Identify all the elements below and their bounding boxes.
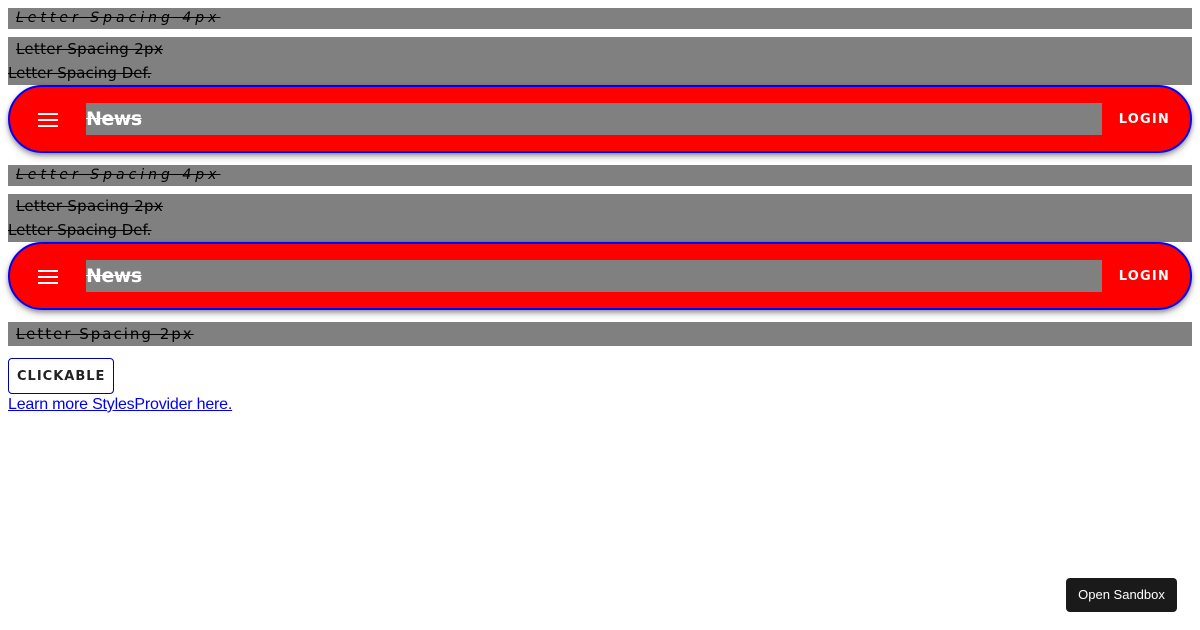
clickable-button[interactable]: CLICKABLE [8, 358, 115, 394]
letter-spacing-2px-row: Letter Spacing 2px [8, 194, 1192, 218]
menu-button[interactable] [30, 262, 66, 292]
letter-spacing-def-text: Letter Spacing Def. [8, 221, 152, 239]
spacer [8, 310, 1192, 322]
menu-icon [38, 270, 58, 284]
demo-container: Letter Spacing 4px Letter Spacing 2px Le… [8, 8, 1192, 415]
letter-spacing-2px-row: Letter Spacing 2px [8, 37, 1192, 61]
spacer [8, 153, 1192, 165]
letter-spacing-4px-text: Letter Spacing 4px [16, 167, 221, 183]
open-sandbox-button[interactable]: Open Sandbox [1066, 578, 1177, 612]
app-bar: News LOGIN [8, 85, 1192, 153]
letter-spacing-4px-text: Letter Spacing 4px [16, 10, 221, 26]
letter-spacing-4px-row: Letter Spacing 4px [8, 8, 1192, 29]
app-bar-title: News [86, 103, 1102, 135]
menu-icon [38, 113, 58, 127]
login-button[interactable]: LOGIN [1118, 269, 1170, 284]
learn-more-link[interactable]: Learn more StylesProvider here. [8, 396, 233, 413]
letter-spacing-2px-text: Letter Spacing 2px [16, 325, 194, 343]
letter-spacing-4px-row: Letter Spacing 4px [8, 165, 1192, 186]
letter-spacing-def-text: Letter Spacing Def. [8, 64, 152, 82]
letter-spacing-group: Letter Spacing 2px Letter Spacing Def. [8, 37, 1192, 85]
login-button[interactable]: LOGIN [1118, 112, 1170, 127]
letter-spacing-def-row: Letter Spacing Def. [8, 218, 1192, 242]
letter-spacing-group: Letter Spacing 2px Letter Spacing Def. [8, 194, 1192, 242]
letter-spacing-2px-text: Letter Spacing 2px [16, 197, 164, 215]
letter-spacing-def-row: Letter Spacing Def. [8, 61, 1192, 85]
letter-spacing-2px-row: Letter Spacing 2px [8, 322, 1192, 346]
app-bar-title: News [86, 260, 1102, 292]
letter-spacing-2px-text: Letter Spacing 2px [16, 40, 164, 58]
app-bar: News LOGIN [8, 242, 1192, 310]
menu-button[interactable] [30, 105, 66, 135]
